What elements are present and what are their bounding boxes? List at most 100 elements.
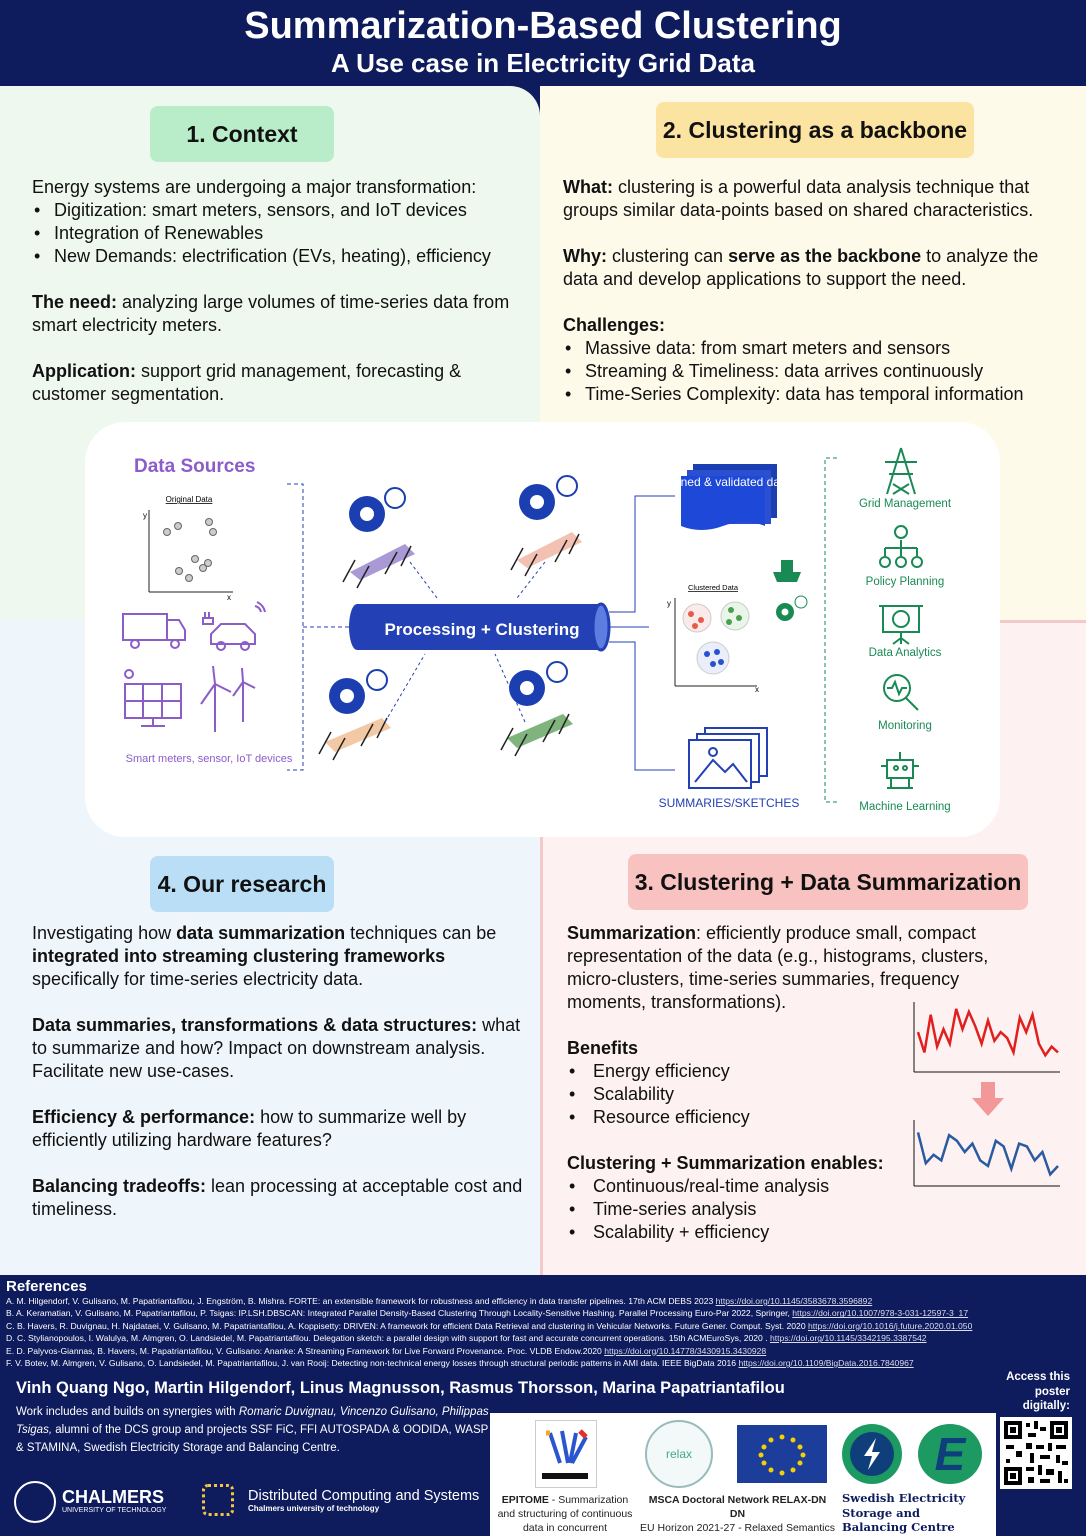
clustered-data-label: Clustered Data [688,583,739,592]
qr-code-icon[interactable] [1000,1417,1072,1489]
ack-names: Romaric Duvignau, Vincenzo Gulisano, Phi… [16,1406,489,1436]
research-bold-a: data summarization [176,923,346,943]
why-bold: serve as the backbone [728,246,922,266]
challenge-item: Massive data: from smart meters and sens… [563,337,1078,360]
worker-stations [318,475,582,761]
reference-link[interactable]: https://doi.org/10.1016/j.future.2020.01… [807,1320,973,1331]
context-bullet: Digitization: smart meters, sensors, and… [32,199,532,222]
why-paragraph: Why: clustering can serve as the backbon… [563,245,1078,291]
chalmers-seal-icon [14,1481,56,1523]
presentation-chart-icon [879,605,923,645]
backbone-text: What: clustering is a powerful data anal… [563,176,1078,406]
output-arrows [609,495,675,771]
msca-title: MSCA Doctoral Network RELAX-DN [648,1494,827,1506]
scatter-points [163,518,217,582]
data-sources-title: Data Sources [134,456,256,477]
reference-text: D. Palyvos-Giannas, B. Havers, M. Papatr… [16,1345,605,1356]
reference-link[interactable]: https://doi.org/10.1007/978-3-031-12597-… [792,1308,969,1319]
reference-link[interactable]: https://doi.org/10.1145/3583678.3596892 [715,1296,873,1306]
truck-icon [122,613,186,649]
research-bold-b: integrated into streaming clustering fra… [32,946,446,966]
why-text: clustering can [607,246,729,266]
sources-bracket [287,483,304,771]
challenge-item: Streaming & Timeliness: data arrives con… [563,360,1078,383]
benefits-label: Benefits [567,1038,639,1058]
enables-list: Continuous/real-time analysis Time-serie… [567,1175,1037,1244]
sesbc-line-2: Storage and [842,1505,921,1520]
reference-letter: C. [6,1320,17,1331]
reference-item: E. D. Palyvos-Giannas, B. Havers, M. Pap… [0,1345,1086,1357]
clustered-axis-x-label: x [755,685,759,694]
reference-letter: A. [6,1296,17,1306]
tradeoffs-label: Balancing tradeoffs: [32,1176,207,1196]
reference-link[interactable]: https://doi.org/10.1145/3342195.3387542 [769,1333,927,1344]
down-arrow-icon [972,1082,1004,1116]
reference-letter: F. [6,1358,16,1369]
challenges-label: Challenges: [563,315,666,335]
gear-icon [500,661,573,757]
original-data-label: Original Data [166,495,213,504]
application-paragraph: Application: support grid management, fo… [32,360,532,406]
reference-link[interactable]: https://doi.org/10.14778/3430915.3430928 [604,1345,767,1356]
sesbc-line-3: Balancing Centre [842,1520,955,1534]
sesbc-e-logo-icon: E [918,1424,982,1484]
enables-item: Scalability + efficiency [567,1221,1037,1244]
context-heading: 1. Context [150,106,334,162]
reference-text: C. Stylianopoulos, I. Walulya, M. Almgre… [16,1333,770,1344]
what-text: clustering is a powerful data analysis t… [563,177,1034,220]
why-label: Why: [563,246,607,266]
need-text: analyzing large volumes of time-series d… [32,292,510,335]
enables-item: Time-series analysis [567,1198,1037,1221]
why-text-2: to analyze the data and develop applicat… [563,246,1039,289]
dcs-logo: Distributed Computing and Systems [248,1488,480,1504]
research-text-b: techniques can be [345,923,497,943]
summarization-heading: 3. Clustering + Data Summarization [628,854,1028,910]
raw-series-line [916,1008,1059,1058]
eu-flag-icon [737,1425,827,1483]
dcs-logo-icon [202,1484,234,1516]
raw-series-plot [913,1002,1060,1073]
application-text: support grid management, forecasting & c… [32,361,462,404]
ack-text: Work includes and builds on synergies wi… [16,1406,239,1418]
electric-car-icon [202,601,266,651]
reference-letter: B. [6,1308,17,1319]
gear-icon [342,487,415,589]
summarization-def-text: : efficiently produce small, compact rep… [567,923,989,1012]
applications-bracket [824,457,837,803]
power-tower-icon [885,447,917,495]
processing-label: Processing + Clustering [384,620,579,639]
chalmers-logo: CHALMERS [62,1487,164,1507]
summarization-text: Summarization: efficiently produce small… [567,922,1037,1244]
reference-link[interactable]: https://doi.org/10.1109/BigData.2016.784… [738,1358,914,1369]
summaries-label: SUMMARIES/SKETCHES [659,796,800,810]
benefits-list: Energy efficiency Scalability Resource e… [567,1060,1037,1129]
msca-dn: DN [729,1508,746,1520]
dcs-logo-sub: Chalmers university of technology [248,1504,380,1513]
settings-gear-icon [776,595,808,621]
context-text: Energy systems are undergoing a major tr… [32,176,532,429]
ack-text-2: alumni of the DCS group and projects SSF… [16,1424,515,1454]
summarization-label: Summarization [567,923,697,943]
poster-subtitle: A Use case in Electricity Grid Data [331,48,755,78]
research-tradeoffs: Balancing tradeoffs: lean processing at … [32,1175,532,1221]
challenges-list: Massive data: from smart meters and sens… [563,337,1078,406]
scatter-axis-y-label: y [143,511,147,520]
reference-item: D. C. Stylianopoulos, I. Walulya, M. Alm… [0,1332,1086,1344]
research-intro: Investigating how data summarization tec… [32,922,532,991]
reference-text: B. Havers, R. Duvignau, H. Najdataei, V.… [16,1320,808,1331]
access-label: Access this poster digitally: [1006,1371,1070,1412]
pipeline-graphic: Original Data y x Smart meters, sensor, … [122,447,923,810]
relax-logo: relax [645,1420,713,1488]
backbone-heading: 2. Clustering as a backbone [656,102,974,158]
devices-label: Smart meters, sensor, IoT devices [126,753,293,765]
app-label-machine-learning: Machine Learning [859,801,951,813]
worker-arrows [384,561,546,723]
application-label: Application: [32,361,136,381]
summaries-label: Data summaries, transformations & data s… [32,1015,478,1035]
gear-icon [510,475,582,577]
cluster-groups [682,601,750,675]
reference-text: A. Keramatian, V. Gulisano, M. Papatrian… [16,1308,793,1319]
gear-icon [318,669,391,761]
benefit-item: Energy efficiency [567,1060,1037,1083]
app-label-data-analytics: Data Analytics [868,647,942,659]
